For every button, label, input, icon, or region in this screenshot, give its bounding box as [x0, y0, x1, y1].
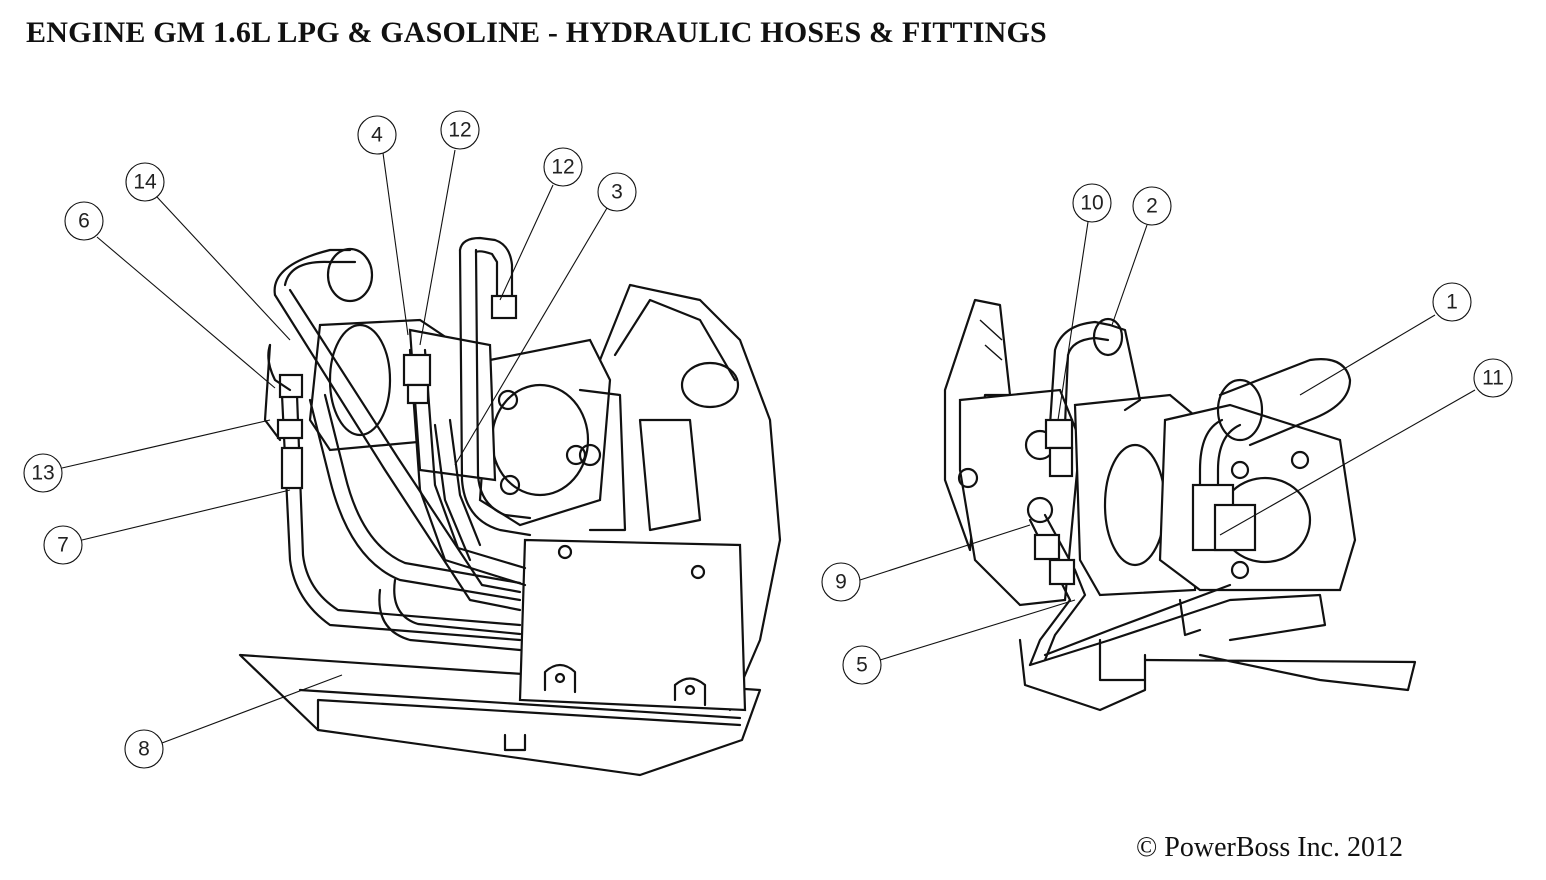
right-engine-assembly [943, 298, 1417, 712]
callout-3-label: 3 [611, 181, 623, 204]
callout-12a: 12 [440, 110, 480, 150]
leader-6 [96, 236, 276, 389]
callout-10: 10 [1072, 183, 1112, 223]
left-engine-assembly [238, 236, 782, 777]
callout-4-label: 4 [371, 124, 383, 147]
page-title: ENGINE GM 1.6L LPG & GASOLINE - HYDRAULI… [26, 16, 1047, 49]
callout-2-label: 2 [1146, 195, 1158, 218]
leader-14 [156, 196, 291, 341]
leader-11 [1219, 389, 1476, 536]
callout-4: 4 [357, 115, 397, 155]
callout-1-label: 1 [1446, 291, 1458, 314]
leader-13 [61, 419, 271, 469]
callout-9: 9 [821, 562, 861, 602]
callout-13: 13 [23, 453, 63, 493]
leader-12a [419, 149, 456, 346]
callout-13-label: 13 [31, 462, 54, 485]
copyright-notice: © PowerBoss Inc. 2012 [1136, 832, 1404, 863]
leader-10 [1057, 221, 1089, 421]
callout-6-label: 6 [78, 210, 90, 233]
callout-12b: 12 [543, 147, 583, 187]
callout-14-label: 14 [133, 171, 157, 194]
callout-12a-label: 12 [448, 119, 471, 142]
leader-2 [1111, 224, 1148, 326]
callout-7: 7 [43, 525, 83, 565]
leader-3 [454, 207, 608, 466]
callout-12b-label: 12 [551, 156, 574, 179]
callout-5: 5 [842, 645, 882, 685]
callout-3: 3 [597, 172, 637, 212]
callout-2: 2 [1132, 186, 1172, 226]
callout-11-label: 11 [1482, 367, 1504, 390]
leader-12b [499, 184, 554, 301]
leader-7 [81, 489, 291, 541]
callout-1: 1 [1432, 282, 1472, 322]
leader-9 [859, 524, 1031, 581]
callout-8-label: 8 [138, 738, 150, 761]
callout-9-label: 9 [835, 571, 847, 594]
leader-4 [382, 152, 409, 336]
callout-7-label: 7 [57, 534, 69, 557]
leader-lines [61, 149, 1476, 744]
callout-6: 6 [64, 201, 104, 241]
callout-5-label: 5 [856, 654, 868, 677]
leader-1 [1299, 314, 1436, 396]
leader-5 [879, 599, 1076, 661]
leader-8 [161, 674, 343, 744]
callout-14: 14 [125, 162, 165, 202]
callout-11: 11 [1473, 358, 1513, 398]
callout-10-label: 10 [1080, 192, 1103, 215]
callout-8: 8 [124, 729, 164, 769]
